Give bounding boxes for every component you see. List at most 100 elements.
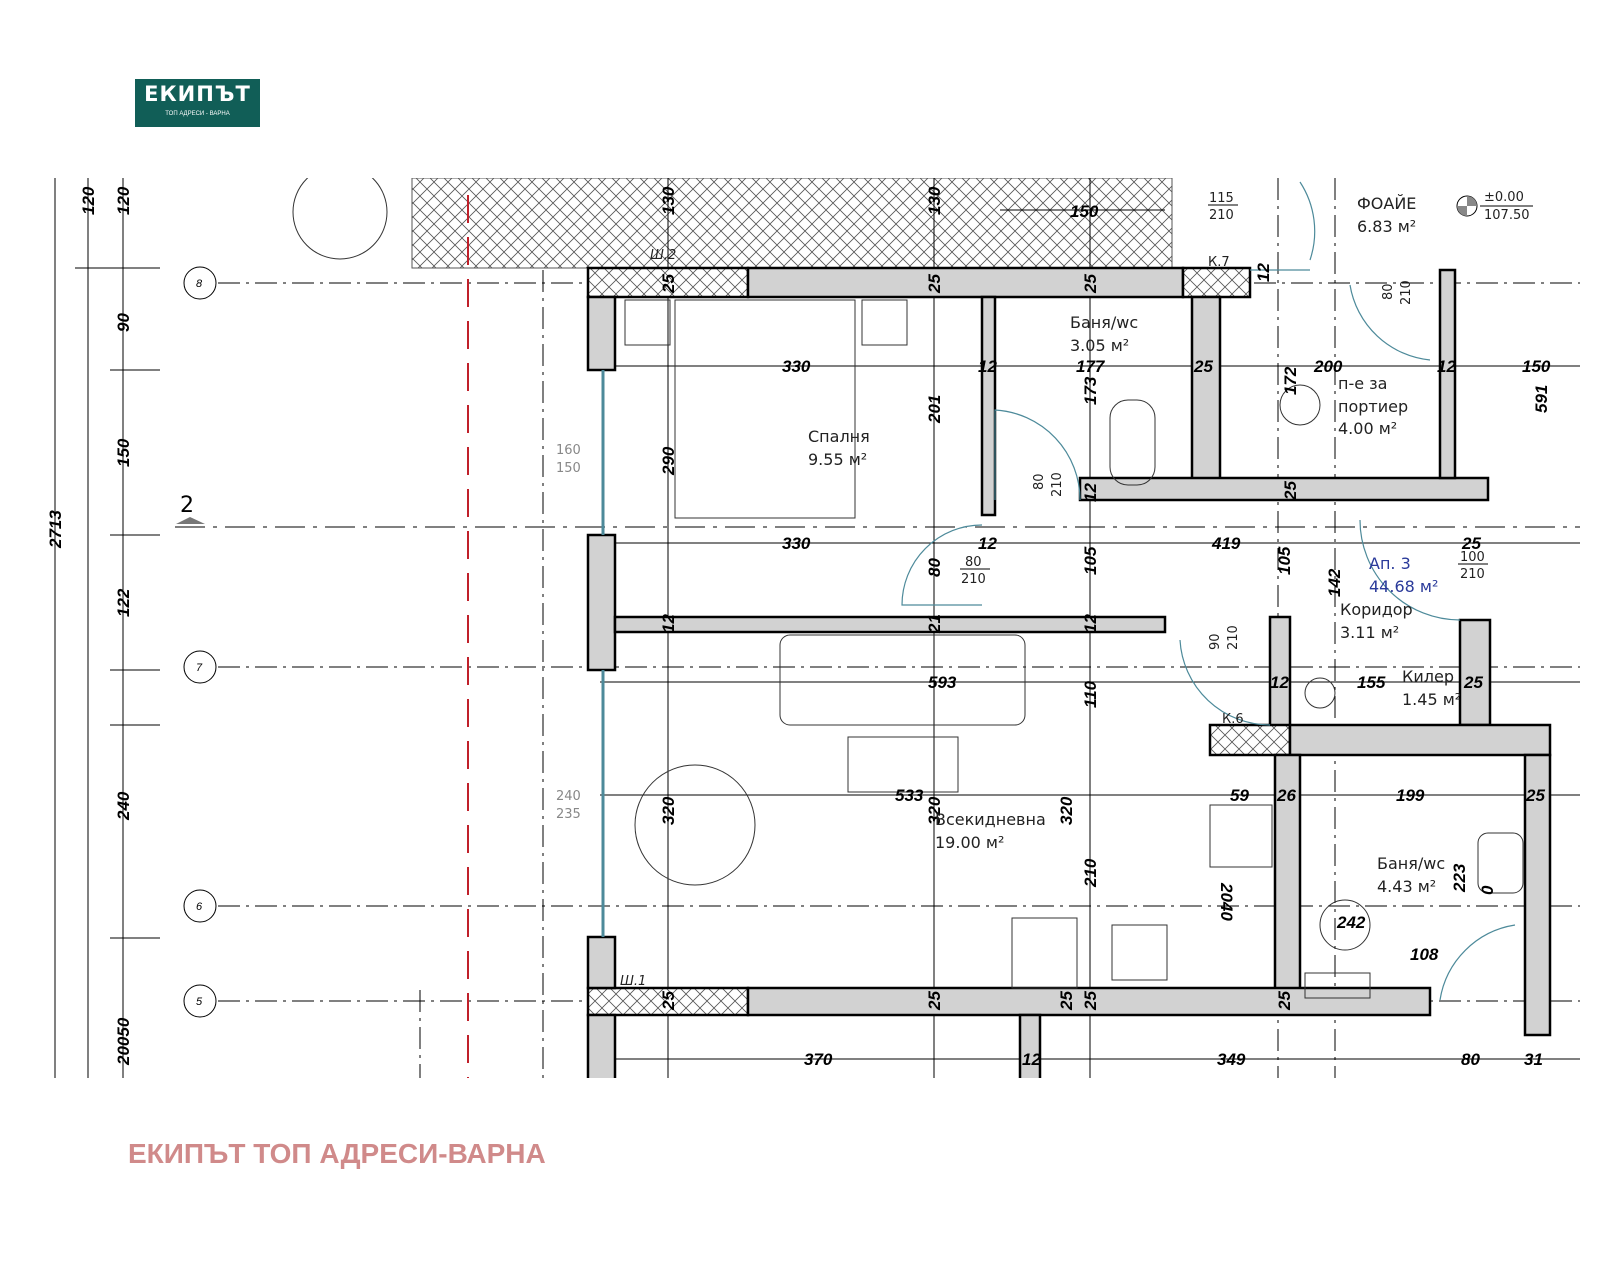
dimension-label: 240 bbox=[114, 791, 133, 821]
dimension-label: 177 bbox=[1076, 357, 1106, 376]
dimension-label: 130 bbox=[659, 186, 678, 215]
dimension-label: 25 bbox=[925, 274, 944, 294]
dimension-label: 242 bbox=[1336, 913, 1366, 932]
room-name-foyer: ФОАЙЕ bbox=[1357, 194, 1416, 213]
dimension-label: 105 bbox=[1081, 546, 1100, 575]
dimension-label: 59 bbox=[1230, 786, 1249, 805]
room-name-living-room: Всекидневна bbox=[935, 810, 1046, 829]
dimension-label: 160 bbox=[556, 443, 581, 458]
stove-icon bbox=[1209, 804, 1273, 868]
footer-brand-text: ЕКИПЪТ ТОП АДРЕСИ-ВАРНА bbox=[128, 1138, 546, 1169]
dimension-label: 25 bbox=[659, 991, 678, 1011]
dimension-label: 25 bbox=[1057, 991, 1076, 1011]
level-marker: ±0.00 107.50 bbox=[1456, 190, 1533, 223]
terrace-hatch bbox=[411, 178, 1173, 269]
axis-label-7: 7 bbox=[196, 662, 203, 674]
dimension-label: 25 bbox=[1275, 991, 1294, 1011]
dimension-label: 25 bbox=[659, 274, 678, 294]
dimension-label: 2713 bbox=[46, 510, 65, 549]
dimension-label: 80 bbox=[1381, 283, 1396, 300]
room-name-bathroom-1: Баня/wc bbox=[1070, 313, 1138, 332]
dimension-label: 25 bbox=[1081, 991, 1100, 1011]
dimension-label: 150 bbox=[556, 461, 581, 476]
dimension-label: 12 bbox=[1270, 673, 1289, 692]
section-marker: 2 bbox=[180, 493, 194, 518]
sofa-icon bbox=[779, 634, 1026, 726]
horizontal-dimensions: 150 330 12 177 25 200 12 150 330 12 419 … bbox=[782, 202, 1551, 1069]
dimension-label: 130 bbox=[925, 186, 944, 215]
dimension-label: 105 bbox=[1275, 546, 1294, 575]
dimension-label: 12 bbox=[1022, 1050, 1041, 1069]
dimension-label: 80 bbox=[1461, 1050, 1480, 1069]
dimension-label: 122 bbox=[114, 588, 133, 617]
dimension-label: 150 bbox=[1522, 357, 1551, 376]
dimension-label: 593 bbox=[928, 673, 957, 692]
axis-markers: 8 7 6 5 2 bbox=[176, 266, 217, 1018]
dining-table-icon bbox=[634, 764, 756, 886]
dimension-label: 80 bbox=[1032, 473, 1047, 490]
dimension-label: 173 bbox=[1081, 376, 1100, 405]
dimension-label: 12 bbox=[659, 614, 678, 633]
dimension-label: 110 bbox=[1081, 680, 1100, 708]
dimension-label: 25 bbox=[1525, 786, 1545, 805]
wall-tags: Ш.2 К.7 К.6 Ш.1 bbox=[620, 248, 1244, 989]
room-name-porter-2: портиер bbox=[1338, 397, 1408, 416]
dimension-label: 210 bbox=[1081, 858, 1100, 888]
dimension-label: 108 bbox=[1410, 945, 1439, 964]
dimension-label: 115 bbox=[1209, 191, 1234, 206]
left-dimensions: 120 120 90 150 122 240 2713 20050 bbox=[46, 186, 133, 1066]
dimension-label: 210 bbox=[1226, 625, 1241, 650]
dimension-label: К.6 bbox=[1222, 712, 1244, 727]
toilet-icon bbox=[1109, 399, 1156, 486]
dimension-label: 25 bbox=[1193, 357, 1213, 376]
dimension-label: 210 bbox=[1050, 472, 1065, 497]
dimension-label: 330 bbox=[782, 534, 811, 553]
room-name-storage: Килер bbox=[1402, 667, 1454, 686]
door-swings bbox=[901, 181, 1516, 1001]
dimension-label: 370 bbox=[804, 1050, 833, 1069]
room-name-bathroom-2: Баня/wc bbox=[1377, 854, 1445, 873]
room-area-bathroom-1: 3.05 м² bbox=[1070, 336, 1129, 355]
dimension-label: 120 bbox=[79, 186, 98, 215]
dimension-label: 150 bbox=[1070, 202, 1099, 221]
dimension-label: 80 bbox=[965, 555, 982, 570]
axis-label-8: 8 bbox=[196, 278, 203, 290]
dimension-label: 12 bbox=[1081, 614, 1100, 633]
dimension-label: 591 bbox=[1532, 385, 1551, 413]
room-area-corridor: 3.11 м² bbox=[1340, 623, 1399, 642]
coffee-table-icon bbox=[847, 736, 959, 793]
dimension-label: 25 bbox=[1281, 481, 1300, 501]
dimension-label: 235 bbox=[556, 807, 581, 822]
dimension-label: 200 bbox=[1313, 357, 1343, 376]
nightstand-icon bbox=[861, 299, 908, 346]
chair-icon bbox=[1279, 384, 1321, 426]
dimension-label: 199 bbox=[1396, 786, 1425, 805]
washbasin-icon bbox=[1477, 832, 1524, 894]
dimension-label: 100 bbox=[1460, 550, 1485, 565]
dimension-label: 172 bbox=[1281, 366, 1300, 395]
section-arrow-icon bbox=[176, 517, 205, 524]
room-name-corridor: Коридор bbox=[1340, 600, 1413, 619]
logo-wordmark: ЕКИПЪТ bbox=[144, 82, 251, 106]
axis-label-5: 5 bbox=[196, 996, 203, 1008]
dimension-label: 12 bbox=[978, 534, 997, 553]
toilet-icon bbox=[1319, 899, 1371, 951]
axis-label-6: 6 bbox=[196, 901, 203, 913]
dimension-label: 107.50 bbox=[1484, 208, 1530, 223]
dimension-label: 210 bbox=[1209, 208, 1234, 223]
dimension-label: 320 bbox=[925, 796, 944, 825]
dimension-label: 0 bbox=[1478, 885, 1497, 895]
dimension-label: 150 bbox=[114, 438, 133, 467]
dimension-label: 142 bbox=[1325, 568, 1344, 597]
apartment-area: 44.68 м² bbox=[1369, 577, 1438, 596]
dimension-label: 25 bbox=[1081, 274, 1100, 294]
dimension-label: 533 bbox=[895, 786, 924, 805]
dimension-label: 290 bbox=[659, 446, 678, 476]
walls bbox=[586, 266, 1552, 1078]
sink-icon bbox=[1111, 924, 1168, 981]
company-logo: ЕКИПЪТ ТОП АДРЕСИ - ВАРНА bbox=[135, 79, 260, 127]
fridge-icon bbox=[1011, 917, 1078, 989]
